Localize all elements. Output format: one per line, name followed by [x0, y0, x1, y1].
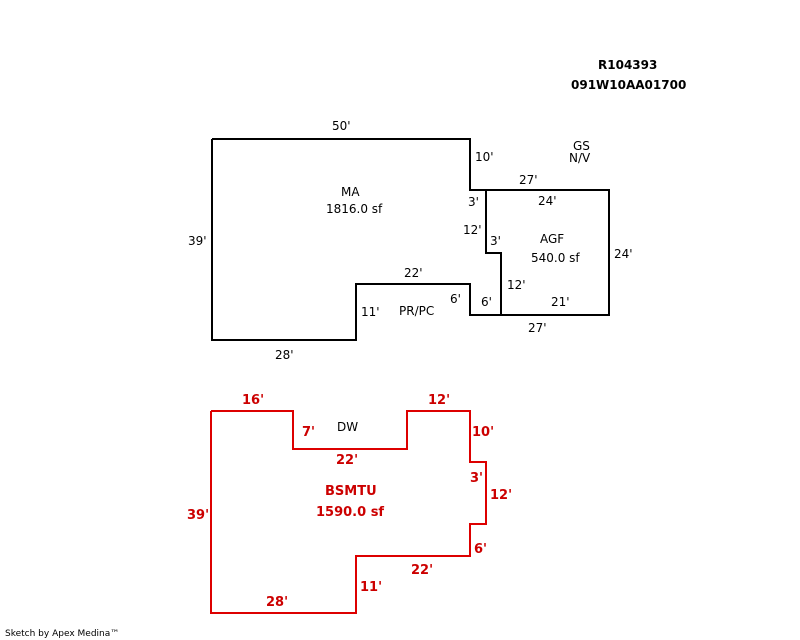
- agf-bottom-dim: 27': [528, 321, 547, 335]
- record-id: R104393: [598, 58, 657, 72]
- ma-right-mid-dim: 12': [463, 223, 482, 237]
- ma-notch-top-dim: 22': [404, 266, 423, 280]
- ma-bottom-dim: 28': [275, 348, 294, 362]
- footer-credit: Sketch by Apex Medina™: [5, 629, 119, 639]
- parcel-id: 091W10AA01700: [571, 78, 686, 92]
- bsmt-lower-left-dim: 11': [360, 580, 382, 595]
- agf-inner-step-dim: 3': [490, 234, 501, 248]
- ma-notch-left-dim: 11': [361, 305, 380, 319]
- ma-right-upper-dim: 10': [475, 150, 494, 164]
- agf-name: AGF: [540, 232, 564, 246]
- main-area-outline: [211, 138, 502, 341]
- basement-outline: [210, 410, 487, 614]
- agf-step-left-dim: 6': [481, 295, 492, 309]
- bsmt-notch-bottom-dim: 22': [336, 453, 358, 468]
- bsmt-bottom-dim: 28': [266, 595, 288, 610]
- agf-inner-left-dim: 12': [507, 278, 526, 292]
- bsmt-right-mid-dim: 12': [490, 488, 512, 503]
- bsmt-left-dim: 39': [187, 508, 209, 523]
- bsmt-step-low-dim: 6': [474, 542, 487, 557]
- agf-top-dim: 27': [519, 173, 538, 187]
- agf-top-inner-dim: 24': [538, 194, 557, 208]
- bsmt-notch-depth-dim: 7': [302, 425, 315, 440]
- bsmt-top-left-dim: 16': [242, 393, 264, 408]
- ma-top-dim: 50': [332, 119, 351, 133]
- gs-nv-label: N/V: [569, 151, 591, 165]
- driveway-name: DW: [337, 420, 358, 434]
- bsmt-name: BSMTU: [325, 484, 377, 499]
- bsmt-top-right-dim: 12': [428, 393, 450, 408]
- bsmt-right-upper-dim: 10': [472, 425, 494, 440]
- bsmt-step-dim: 3': [470, 471, 483, 486]
- ma-name: MA: [341, 185, 360, 199]
- agf-area: 540.0 sf: [531, 251, 580, 265]
- ma-left-dim: 39': [188, 234, 207, 248]
- ma-area: 1816.0 sf: [326, 202, 383, 216]
- agf-bottom-inner-dim: 21': [551, 295, 570, 309]
- porch-name: PR/PC: [399, 304, 434, 318]
- garage-outline: [486, 189, 610, 316]
- agf-right-dim: 24': [614, 247, 633, 261]
- bsmt-lower-mid-dim: 22': [411, 563, 433, 578]
- ma-step-dim: 3': [468, 195, 479, 209]
- gs-label: GS: [573, 139, 590, 153]
- bsmt-area: 1590.0 sf: [316, 505, 384, 520]
- agf-step-right-dim: 6': [450, 292, 461, 306]
